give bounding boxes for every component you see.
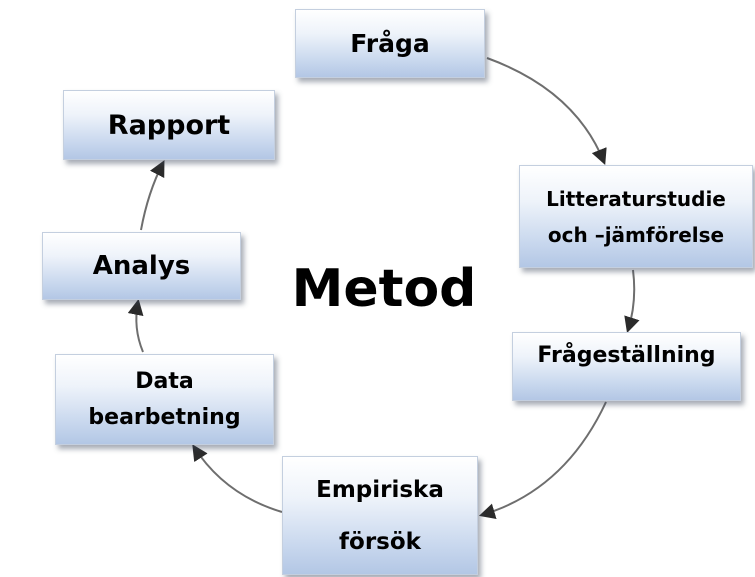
node-litteraturstudie-label-line1: Litteraturstudie xyxy=(546,186,726,211)
node-databearbetning-label-line1: Data xyxy=(135,368,194,394)
center-title: Metod xyxy=(291,259,477,319)
node-empiriska-forsok: Empiriska försök xyxy=(282,456,478,575)
arrow-fraga-to-litteraturstudie xyxy=(486,57,607,165)
node-rapport: Rapport xyxy=(63,90,275,160)
node-fraga: Fråga xyxy=(295,9,485,78)
node-databearbetning-label-line2: bearbetning xyxy=(88,404,241,430)
node-litteraturstudie-label-line2: och –jämförelse xyxy=(547,222,725,247)
node-fraga-label: Fråga xyxy=(350,29,430,58)
node-analys-label: Analys xyxy=(92,251,191,281)
arrow-databearbetning-to-analys xyxy=(127,298,144,353)
node-empiriska-label-line1: Empiriska xyxy=(316,476,444,503)
node-analys: Analys xyxy=(42,232,241,300)
node-databearbetning: Data bearbetning xyxy=(55,354,274,445)
node-litteraturstudie: Litteraturstudie och –jämförelse xyxy=(519,165,753,268)
arrow-litteraturstudie-to-fragestallning xyxy=(624,269,640,334)
node-fragestallning-label: Frågeställning xyxy=(537,343,716,368)
arrow-fragestallning-to-empiriska xyxy=(478,401,607,519)
node-empiriska-label-line2: försök xyxy=(339,528,421,555)
node-fragestallning: Frågeställning xyxy=(512,332,741,401)
node-rapport-label: Rapport xyxy=(107,109,231,141)
arrow-empiriska-to-databearbetning xyxy=(192,444,283,513)
arrow-analys-to-rapport xyxy=(140,160,165,231)
